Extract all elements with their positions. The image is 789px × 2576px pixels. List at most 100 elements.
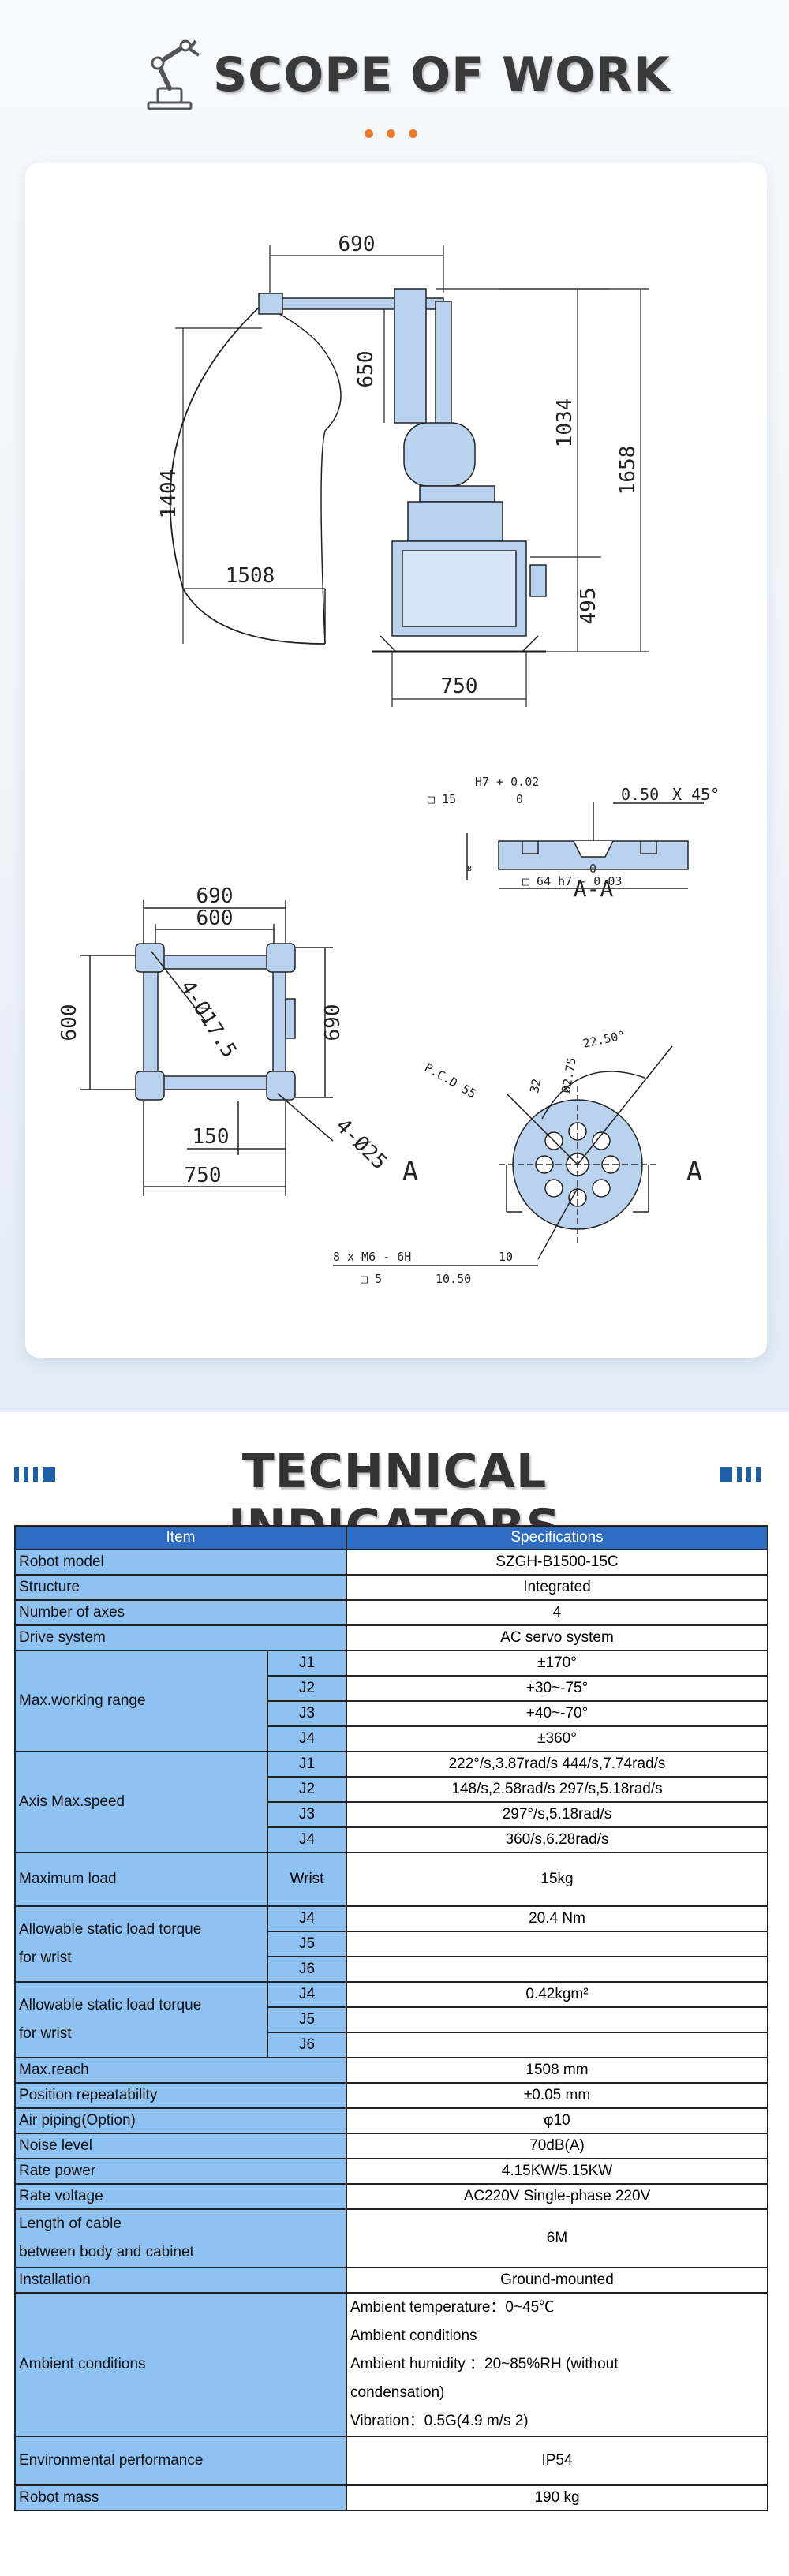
note-zero-2: 0 (589, 862, 596, 876)
row-label: Structure (14, 1574, 347, 1601)
table-row: J5 (15, 2006, 768, 2033)
scope-section: SCOPE OF WORK (0, 0, 789, 1412)
load-position: Wrist (267, 1852, 347, 1907)
dim-750: 750 (441, 675, 478, 698)
row-value: Integrated (346, 1574, 768, 1601)
label-line-1: Allowable static load torque (19, 1921, 202, 1938)
note-phi: Ø2.75 (559, 1056, 579, 1094)
technical-drawing: 690 650 1034 1658 1404 1508 495 750 690 … (58, 233, 720, 1286)
dim-495: 495 (577, 588, 600, 625)
ambient-line: condensation) (350, 2384, 445, 2401)
row-label: Max.reach (14, 2057, 347, 2084)
axis-label: J1 (267, 1751, 347, 1778)
note-h7: H7 + 0.02 (475, 775, 539, 789)
axis-label: J4 (267, 1725, 347, 1752)
axis-label: J6 (267, 2032, 347, 2058)
row-value (346, 1931, 768, 1957)
row-value: 4.15KW/5.15KW (346, 2158, 768, 2185)
label-line-1: Length of cable (19, 2215, 122, 2232)
note-chamfer: 0.50 (621, 785, 659, 804)
axis-label: J3 (267, 1700, 347, 1727)
axis-label: J4 (267, 1826, 347, 1853)
header-specifications: Specifications (346, 1525, 768, 1550)
table-row: J3+40~-70° (15, 1700, 768, 1727)
row-value: 1508 mm (346, 2057, 768, 2084)
label-line-2: for wrist (19, 1950, 72, 1966)
note-m6: 8 x M6 - 6H (333, 1250, 411, 1264)
row-label: Rate voltage (14, 2183, 347, 2210)
row-value: ±170° (346, 1650, 768, 1677)
row-label: Axis Max.speed (14, 1751, 268, 1853)
row-label: Allowable static load torque for wrist (14, 1905, 268, 1983)
side-dimension-lines (175, 245, 649, 707)
table-row: J6 (15, 1956, 768, 1983)
note-pcd: P.C.D 55 (422, 1060, 479, 1101)
section-label-a-a: A-A (574, 876, 614, 902)
note-45: X 45° (672, 785, 720, 804)
row-value: 190 kg (346, 2484, 768, 2511)
row-value: +30~-75° (346, 1675, 768, 1702)
note-zero-1: 0 (516, 792, 523, 806)
row-value (346, 2006, 768, 2033)
row-value: SZGH-B1500-15C (346, 1549, 768, 1576)
row-value: 148/s,2.58rad/s 297/s,5.18rad/s (346, 1776, 768, 1803)
flange-view (333, 1045, 673, 1266)
note-sq5: □ 5 (361, 1272, 382, 1286)
note-depth-10: 10 (499, 1250, 513, 1264)
row-value: IP54 (346, 2436, 768, 2486)
left-bars-decoration (14, 1467, 60, 1482)
row-value: 0.42kgm² (346, 1981, 768, 2008)
row-value: 297°/s,5.18rad/s (346, 1801, 768, 1828)
table-row: Ambient conditions Ambient temperature：0… (14, 2292, 768, 2437)
note-sq64: □ 64 h7 - 0.03 (522, 874, 622, 888)
row-label: Noise level (14, 2133, 347, 2159)
row-label: Number of axes (14, 1599, 347, 1626)
dim-top-690: 690 (196, 884, 234, 908)
table-row: J6 (15, 2032, 768, 2058)
axis-label: J2 (267, 1675, 347, 1702)
dim-1658: 1658 (616, 446, 640, 495)
row-label: Length of cable between body and cabinet (14, 2208, 347, 2268)
section-mark-a-left: A (402, 1156, 418, 1187)
axis-label: J5 (267, 1931, 347, 1957)
dim-bottom-750: 750 (185, 1164, 222, 1187)
note-r32: 32 (527, 1078, 544, 1094)
axis-label: J4 (267, 1905, 347, 1932)
row-value (346, 2032, 768, 2058)
section-mark-a-right: A (686, 1156, 702, 1187)
orange-dots-divider (365, 128, 431, 142)
row-label: Rate power (14, 2158, 347, 2185)
ambient-values: Ambient temperature：0~45℃ Ambient condit… (346, 2292, 768, 2437)
note-b: B (467, 865, 472, 873)
row-value: +40~-70° (346, 1700, 768, 1727)
dim-side-600: 600 (58, 1004, 81, 1041)
axis-label: J3 (267, 1801, 347, 1828)
dim-1508: 1508 (226, 564, 275, 588)
dim-1404: 1404 (157, 469, 181, 519)
section-a-a (466, 802, 704, 889)
axis-label: J4 (267, 1981, 347, 2008)
label-line-2: between body and cabinet (19, 2244, 194, 2260)
drawing-card: 690 650 1034 1658 1404 1508 495 750 690 … (25, 163, 767, 1358)
table-row: J2+30~-75° (15, 1675, 768, 1702)
note-angle: 22.50° (581, 1028, 626, 1051)
row-value: 15kg (346, 1852, 768, 1907)
header-item: Item (14, 1525, 347, 1550)
row-value: Ground-mounted (346, 2267, 768, 2294)
ambient-line: Vibration：0.5G(4.9 m/s 2) (350, 2413, 529, 2429)
row-label: Environmental performance (14, 2436, 347, 2486)
row-value: ±360° (346, 1725, 768, 1752)
robot-side-view (169, 288, 547, 653)
note-sq15: □ 15 (428, 792, 456, 806)
